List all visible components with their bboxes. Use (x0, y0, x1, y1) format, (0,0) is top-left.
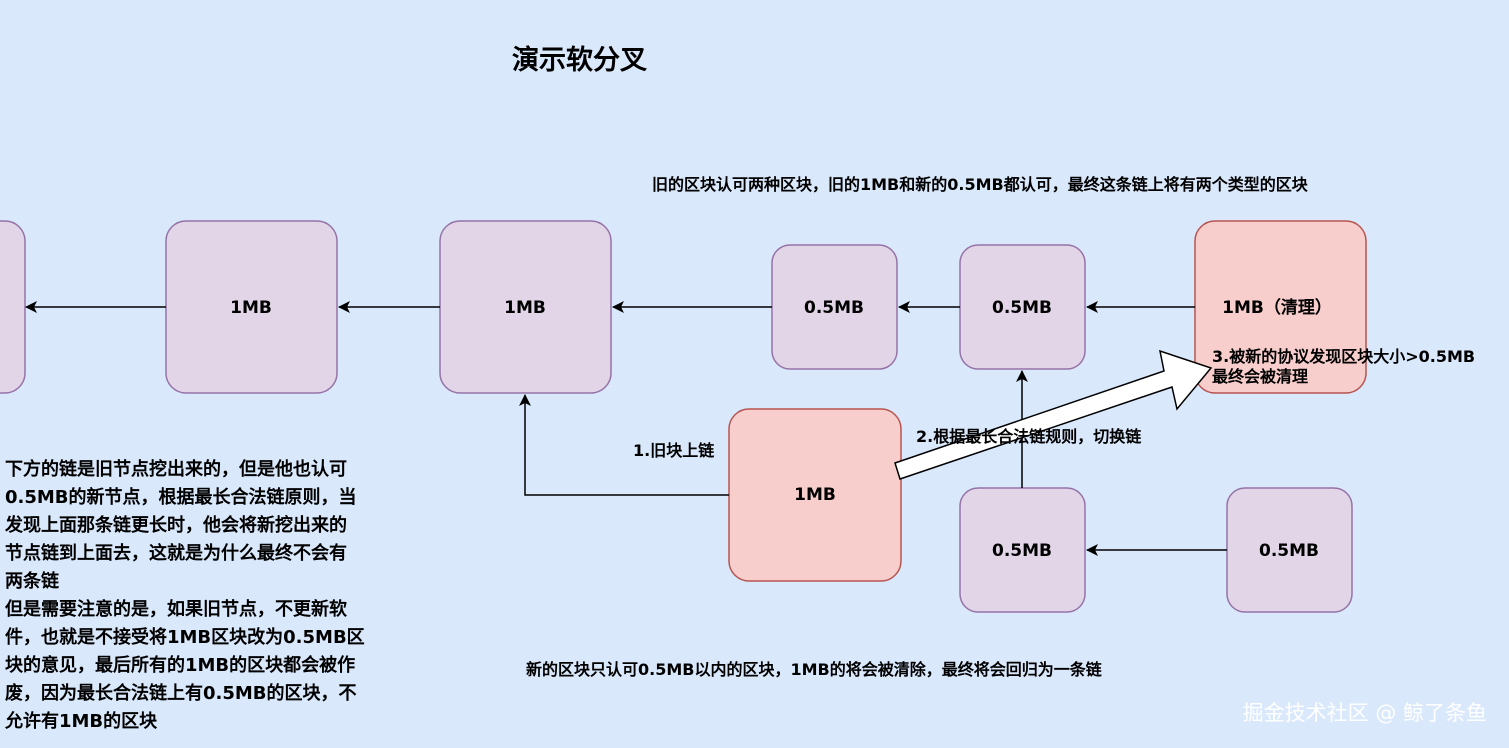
block-label: 0.5MB (1259, 541, 1319, 561)
block-label: 0.5MB (992, 298, 1052, 318)
block-top-1: 1MB (165, 220, 338, 394)
step-2-label: 2.根据最长合法链规则，切换链 (916, 427, 1142, 446)
block-top-5: 1MB（清理） (1194, 220, 1367, 394)
step-1-label: 1.旧块上链 (633, 441, 715, 460)
block-top-4: 0.5MB (959, 244, 1086, 370)
switch-chain-arrow (894, 349, 1213, 480)
block-label: 1MB (230, 298, 272, 318)
block-label: 1MB (504, 298, 546, 318)
block-top-offscreen (0, 220, 26, 394)
block-top-3: 0.5MB (771, 244, 898, 370)
block-bottom-1: 0.5MB (959, 487, 1086, 613)
block-label: 0.5MB (992, 541, 1052, 561)
arrow-mid-to-top2 (519, 394, 729, 496)
block-label: 1MB (794, 485, 836, 505)
block-mid-old: 1MB (728, 408, 902, 582)
note-top: 旧的区块认可两种区块，旧的1MB和新的0.5MB都认可，最终这条链上将有两个类型… (652, 175, 1308, 194)
block-label: 1MB（清理） (1222, 297, 1332, 318)
watermark: 掘金技术社区 @ 鲸了条鱼 (1242, 701, 1487, 725)
page-title: 演示软分叉 (512, 45, 647, 76)
note-bottom: 新的区块只认可0.5MB以内的区块，1MB的将会被清除，最终将会回归为一条链 (526, 660, 1102, 679)
step-3-label: 3.被新的协议发现区块大小>0.5MB 最终会被清理 (1212, 347, 1476, 386)
block-label: 0.5MB (804, 298, 864, 318)
left-explanation: 下方的链是旧节点挖出来的，但是他也认可 0.5MB的新节点，根据最长合法链原则，… (5, 459, 365, 732)
block-top-2: 1MB (439, 220, 612, 394)
block-bottom-2: 0.5MB (1226, 487, 1353, 613)
